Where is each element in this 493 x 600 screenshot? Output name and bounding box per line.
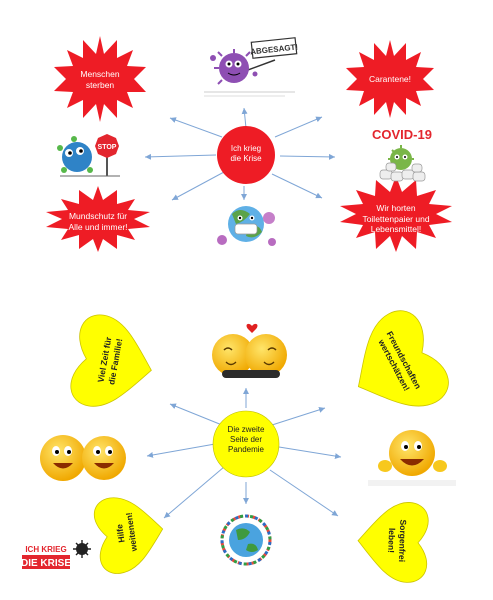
stop-sign-text: STOP — [98, 144, 117, 151]
bottom-arrows — [146, 388, 342, 519]
star-menschen-sterben — [54, 36, 146, 122]
center-label-top: Ich krieg die Krise — [230, 144, 262, 163]
label-horten: Wir horten Toilettenpaier und Lebensmitt… — [362, 203, 430, 235]
center-node-bottom — [212, 410, 280, 478]
covid19-text: COVID-19 — [372, 127, 432, 142]
virus-abgesagt-illustration — [204, 37, 298, 97]
label-carantene: Carantene! — [368, 74, 412, 84]
stop-virus-illustration — [57, 134, 120, 177]
star-mundschutz — [46, 186, 150, 252]
friends-emojis-illustration — [40, 435, 126, 481]
center-node-top — [217, 126, 275, 184]
label-sorgenfrei: Sorgenfrei leben! — [386, 519, 409, 563]
star-horten — [340, 176, 452, 252]
heart-hilfe — [93, 497, 164, 574]
thumbs-up-emoji-illustration — [368, 430, 456, 486]
ich-krieg-die-krise-logo — [22, 540, 91, 569]
center-label-bottom: Die zweite Seite der Pandemie — [227, 425, 265, 454]
label-menschen-sterben: Menschen sterben — [80, 69, 120, 90]
star-carantene — [346, 40, 434, 118]
hugging-emojis-illustration — [212, 323, 287, 378]
logo-line1: ICH KRIEG — [25, 545, 66, 554]
logo-line2: DIE KRISE — [21, 558, 71, 569]
top-arrows — [144, 107, 336, 201]
world-unity-illustration — [220, 514, 272, 566]
covid19-illustration — [379, 145, 426, 182]
label-mundschutz: Mundschutz für Alle und immer! — [68, 211, 128, 232]
heart-familie — [70, 314, 152, 407]
heart-sorgenfrei — [357, 502, 429, 583]
heart-freundschaften — [357, 310, 449, 407]
earth-mask-illustration — [217, 206, 276, 246]
